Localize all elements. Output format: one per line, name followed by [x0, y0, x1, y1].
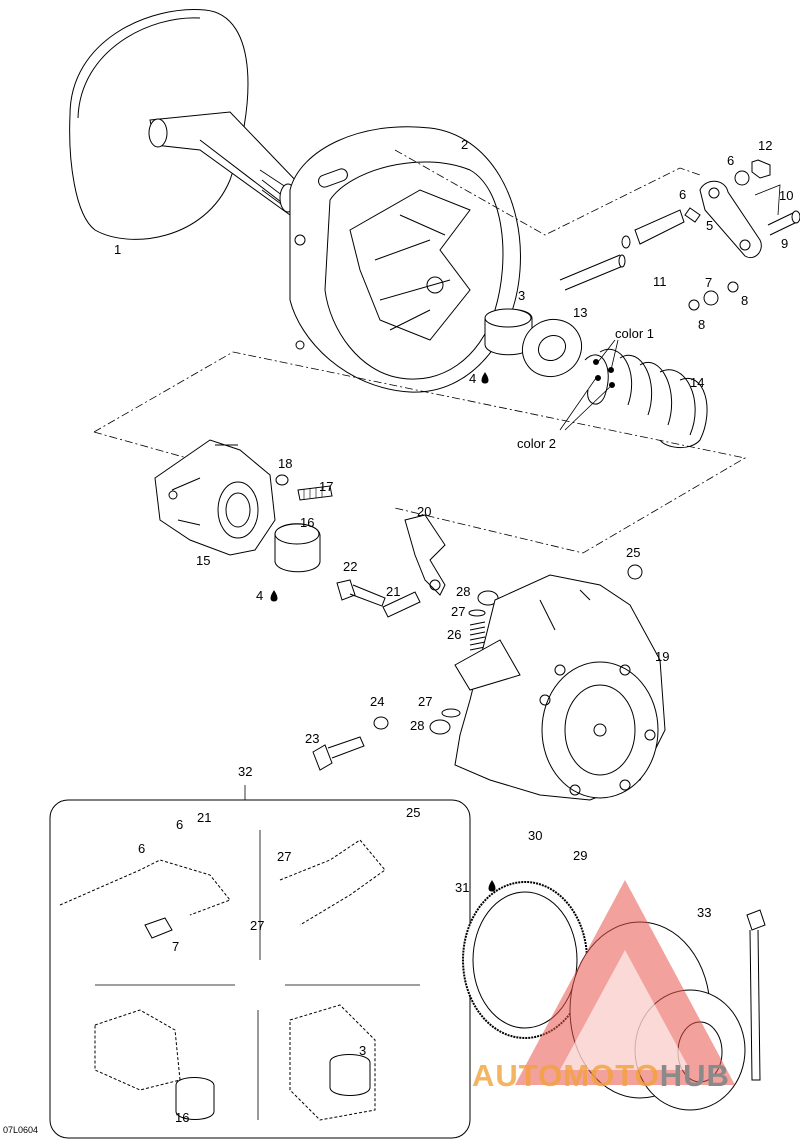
callout-label: 33 — [697, 905, 712, 920]
callout-label: 6 — [727, 153, 735, 168]
callout-label: 23 — [305, 731, 320, 746]
bolt-part — [312, 716, 389, 771]
callout-label: 27 — [250, 918, 265, 933]
callout-label: 10 — [779, 188, 794, 203]
callout-label: 11 — [653, 274, 667, 289]
oil-drop-icon — [488, 880, 496, 892]
diagram-code: 07L0604 — [3, 1125, 39, 1135]
callout-label: 4 — [256, 588, 264, 603]
cam-arm-part — [559, 159, 800, 311]
callout-label: 21 — [197, 810, 212, 825]
oil-drop-icon — [270, 590, 278, 602]
cam-housing-part — [154, 439, 276, 556]
callout-label: 14 — [690, 375, 705, 390]
screw-part — [275, 474, 333, 501]
callout-label: 4 — [469, 371, 477, 386]
callout-label: 2 — [461, 137, 469, 152]
callout-label: 26 — [447, 627, 462, 642]
spring-part — [584, 349, 708, 448]
callout-label: 28 — [456, 584, 471, 599]
watermark-text: AUTOMOTOHUB — [472, 1058, 730, 1094]
callout-label: 3 — [518, 288, 526, 303]
inset-box — [49, 785, 471, 1139]
callout-label: 16 — [175, 1110, 190, 1125]
callout-label: 5 — [706, 218, 714, 233]
callout-label: 19 — [655, 649, 670, 664]
callout-label: 7 — [172, 939, 180, 954]
movable-sheave-part — [289, 126, 521, 393]
callout-label: 8 — [698, 317, 706, 332]
callout-label: 18 — [278, 456, 293, 471]
spring-color-label: color 2 — [517, 436, 557, 451]
callout-label: 6 — [176, 817, 184, 832]
fixed-sheave-part — [69, 9, 301, 240]
callout-label: 25 — [406, 805, 421, 820]
callout-label: 15 — [196, 553, 211, 568]
callout-label: 12 — [758, 138, 773, 153]
callout-label: 30 — [528, 828, 543, 843]
callout-label: 1 — [114, 242, 122, 257]
callout-label: 17 — [319, 479, 334, 494]
washer-part — [521, 318, 583, 378]
callout-label: 31 — [455, 880, 470, 895]
bolt-part — [336, 579, 386, 607]
callout-label: 3 — [359, 1043, 367, 1058]
oil-drop-icon — [481, 372, 489, 384]
callout-label: 27 — [277, 849, 292, 864]
callout-label: 16 — [300, 515, 315, 530]
callout-label: 24 — [370, 694, 385, 709]
lever-part — [404, 514, 446, 596]
spring-color-label: color 1 — [615, 326, 655, 341]
callout-label: 29 — [573, 848, 588, 863]
callout-label: 21 — [386, 584, 401, 599]
callout-label: 7 — [705, 275, 713, 290]
governor-cup-part — [454, 564, 666, 801]
callout-label: 6 — [138, 841, 146, 856]
callout-label: 6 — [679, 187, 687, 202]
bushing-part — [274, 523, 321, 573]
watermark-text-part1: AUTOMOTO — [472, 1058, 660, 1093]
callout-label: 25 — [626, 545, 641, 560]
callout-label: 13 — [573, 305, 588, 320]
callout-label: 32 — [238, 764, 253, 779]
callout-label: 8 — [741, 293, 749, 308]
callout-label: 27 — [451, 604, 466, 619]
callout-label: 22 — [343, 559, 358, 574]
callout-label: 9 — [781, 236, 789, 251]
callout-label: 28 — [410, 718, 425, 733]
watermark-logo — [515, 880, 735, 1085]
small-spring-part — [429, 590, 499, 735]
pin-part — [382, 591, 421, 618]
watermark-text-part2: HUB — [659, 1058, 730, 1093]
callout-label: 27 — [418, 694, 433, 709]
bushing-part — [484, 308, 533, 356]
callout-label: 20 — [417, 504, 432, 519]
